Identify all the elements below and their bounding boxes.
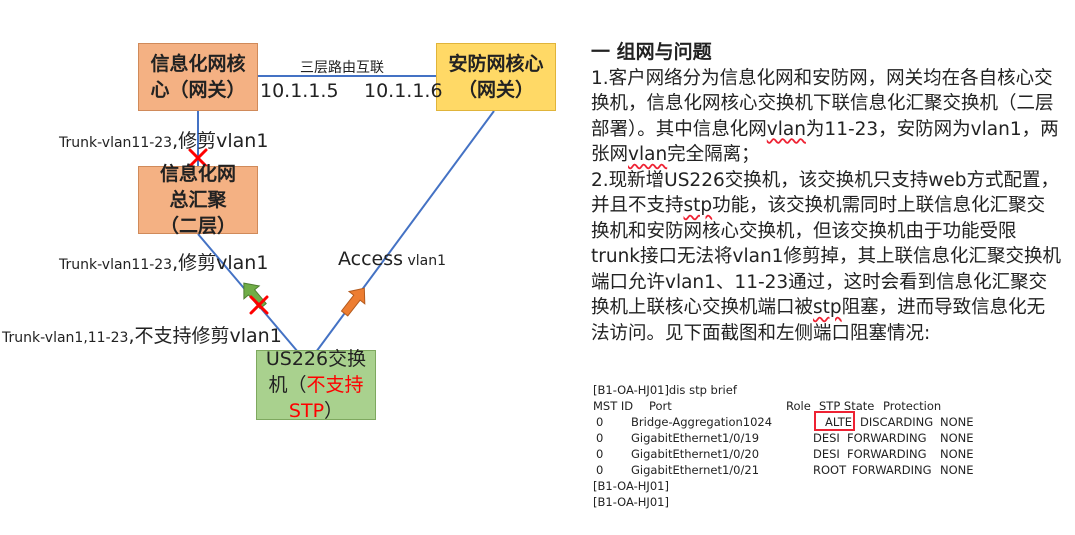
alte-highlight-box	[814, 411, 855, 431]
description-paragraph-2: 2.现新增US226交换机，该交换机只支持web方式配置，并且不支持stp功能，…	[591, 169, 1061, 344]
header-port: Port	[649, 399, 672, 413]
security-core-label: 安防网核心（网关）	[448, 53, 544, 101]
header-mst-id: MST ID	[593, 399, 634, 413]
l3-link-label: 三层路由互联	[300, 60, 384, 76]
security-core-node: 安防网核心（网关）	[436, 43, 556, 111]
header-role: Role	[786, 399, 811, 413]
trunk-agg-us226-label: Trunk-vlan11-23,修剪vlan1	[59, 252, 269, 274]
access-vlan1-label: Access vlan1	[338, 248, 447, 270]
description-title: 一 组网与问题	[591, 41, 712, 63]
info-core-node: 信息化网核心（网关）	[138, 43, 258, 111]
header-stp-state: STP State	[819, 399, 875, 413]
us226-no-stp: 不支持STP	[288, 374, 364, 422]
problem-description: 一 组网与问题 1.客户网络分为信息化网和安防网，网关均在各自核心交换机，信息化…	[591, 40, 1061, 346]
blocked-cross-icon	[249, 295, 269, 315]
trunk-us226-label: Trunk-vlan1,11-23,不支持修剪vlan1	[2, 325, 282, 347]
ip-left-label: 10.1.1.5	[260, 80, 339, 102]
us226-label: US226交换机（不支持STP）	[265, 348, 367, 422]
header-protection: Protection	[883, 399, 942, 413]
ip-right-label: 10.1.1.6	[364, 80, 443, 102]
trunk-core-agg-label: Trunk-vlan11-23,修剪vlan1	[59, 130, 269, 152]
orange-arrow-icon	[340, 287, 366, 317]
us226-node: US226交换机（不支持STP）	[256, 348, 376, 422]
green-arrow-icon	[243, 282, 267, 310]
blocked-cross-icon	[188, 148, 208, 168]
info-core-label: 信息化网核心（网关）	[150, 53, 246, 101]
info-agg-label: 信息化网总汇聚（二层）	[159, 163, 236, 237]
link-us226-to-security	[315, 110, 495, 353]
topology-links	[188, 75, 495, 353]
role-alte: ALTE	[825, 415, 852, 429]
description-paragraph-1: 1.客户网络分为信息化网和安防网，网关均在各自核心交换机，信息化网核心交换机下联…	[591, 67, 1059, 166]
info-agg-node: 信息化网总汇聚（二层）	[138, 163, 258, 237]
